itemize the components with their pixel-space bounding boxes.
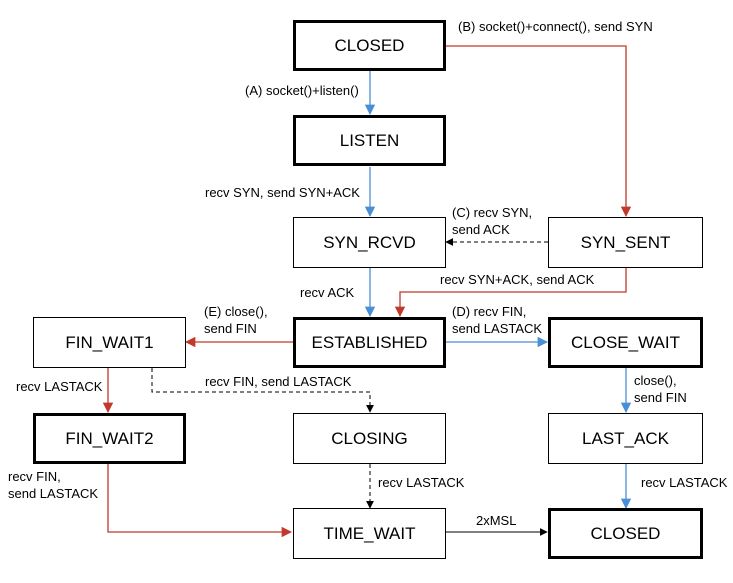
label-recv-lastack-left: recv LASTACK	[16, 379, 103, 394]
state-established: ESTABLISHED	[293, 317, 446, 368]
state-fin-wait1: FIN_WAIT1	[33, 317, 186, 368]
label-recv-lastack-mid: recv LASTACK	[378, 475, 465, 490]
label-d-line2: send LASTACK	[452, 321, 543, 336]
arrow-synsent-to-established	[394, 267, 627, 318]
state-time-wait: TIME_WAIT	[293, 508, 446, 559]
state-closing: CLOSING	[293, 413, 446, 464]
state-close-wait: CLOSE_WAIT	[548, 317, 703, 368]
label-e-line1: (E) close(),	[204, 304, 268, 319]
label-close-line1: close(),	[634, 373, 677, 388]
label-b-connect: (B) socket()+connect(), send SYN	[458, 19, 653, 34]
label-2xmsl: 2xMSL	[476, 513, 517, 528]
arrow-finwait2-to-timewait	[107, 464, 293, 538]
arrow-closed-to-synsent	[446, 45, 632, 218]
label-fw2-line2: send LASTACK	[8, 486, 99, 501]
label-a-listen: (A) socket()+listen()	[245, 83, 359, 98]
label-fw2-line1: recv FIN,	[8, 469, 61, 484]
label-recv-lastack-right: recv LASTACK	[641, 475, 728, 490]
arrow-finwait1-to-closing	[151, 368, 374, 413]
label-e-line2: send FIN	[204, 321, 257, 336]
state-syn-rcvd: SYN_RCVD	[293, 217, 446, 268]
state-listen: LISTEN	[293, 115, 446, 166]
state-syn-sent: SYN_SENT	[548, 217, 703, 268]
state-closed-bottom: CLOSED	[548, 508, 703, 559]
label-recv-ack: recv ACK	[300, 285, 355, 300]
label-recv-fin-send-lastack: recv FIN, send LASTACK	[205, 374, 352, 389]
label-c-line2: send ACK	[452, 222, 510, 237]
label-c-line1: (C) recv SYN,	[452, 205, 533, 220]
state-last-ack: LAST_ACK	[548, 413, 703, 464]
state-closed-top: CLOSED	[293, 20, 446, 71]
label-close-line2: send FIN	[634, 390, 687, 405]
label-recv-syn-send-synack: recv SYN, send SYN+ACK	[205, 185, 360, 200]
label-d-line1: (D) recv FIN,	[452, 304, 527, 319]
state-fin-wait2: FIN_WAIT2	[33, 413, 186, 464]
label-recv-synack-send-ack: recv SYN+ACK, send ACK	[440, 272, 595, 287]
